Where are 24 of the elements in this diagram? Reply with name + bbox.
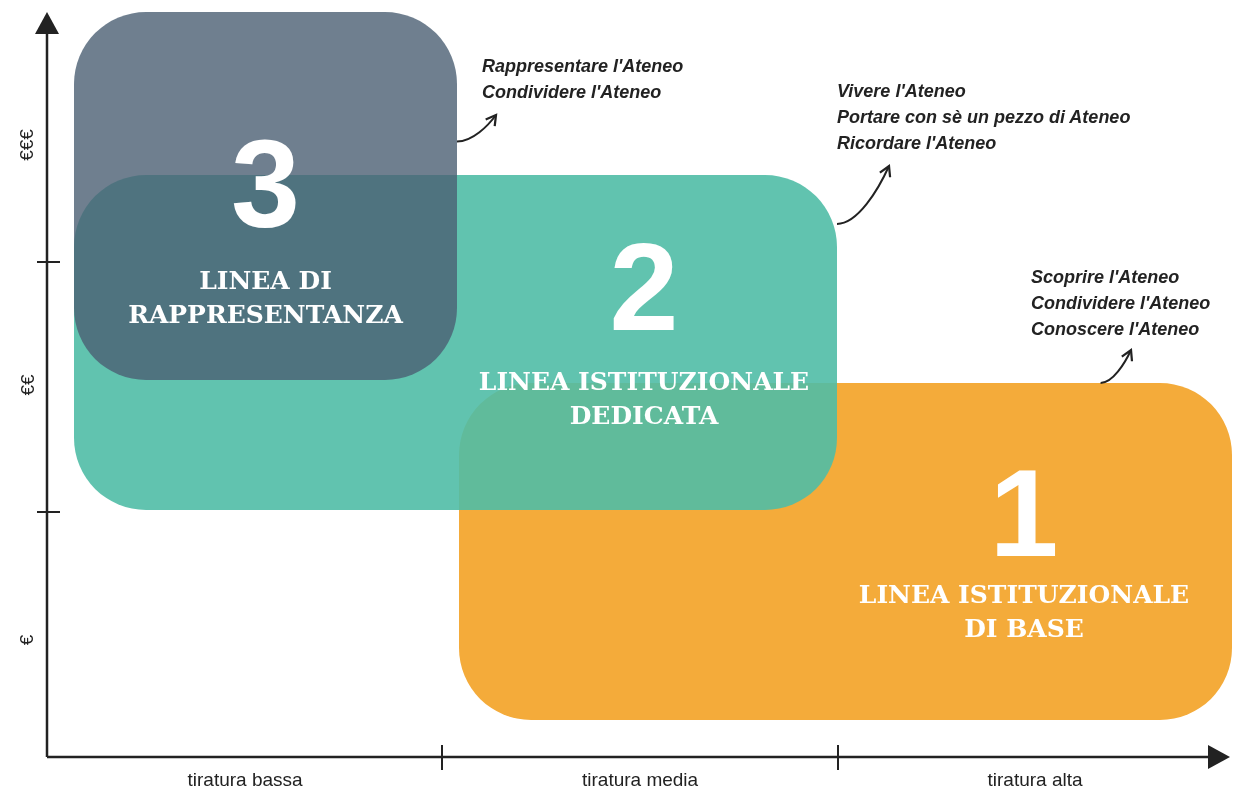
print-run-label: tiratura bassa [187, 769, 303, 791]
note-text: Ricordare l'Ateneo [837, 132, 998, 155]
price-level-label: €€€ [15, 129, 38, 161]
line-number: 3 [230, 122, 301, 246]
note-text: Conoscere l'Ateneo [1031, 318, 1201, 341]
curved-arrow [836, 164, 892, 225]
line-title: LINEA ISTITUZIONALE DEDICATA [477, 366, 811, 432]
curved-arrow [456, 113, 498, 143]
print-run-label: tiratura media [582, 769, 699, 791]
note-text: Condividere l'Ateneo [482, 81, 663, 104]
rounded-panel [74, 12, 457, 380]
line-number: 1 [988, 451, 1060, 575]
note-text: Vivere l'Ateneo [837, 80, 967, 103]
price-level-label: € [15, 634, 38, 646]
line-title: LINEA ISTITUZIONALE DI BASE [857, 579, 1191, 645]
note-text: Scoprire l'Ateneo [1031, 266, 1181, 289]
line-number: 2 [608, 225, 680, 349]
note-text: Portare con sè un pezzo di Ateneo [837, 106, 1131, 129]
note-text: Condividere l'Ateneo [1031, 292, 1211, 315]
line-title: LINEA DI RAPPRESENTANZA [127, 265, 405, 331]
note-text: Rappresentare l'Ateneo [482, 55, 684, 78]
price-level-label: €€ [16, 374, 39, 396]
print-run-label: tiratura alta [987, 769, 1083, 791]
curved-arrow [1099, 348, 1133, 384]
